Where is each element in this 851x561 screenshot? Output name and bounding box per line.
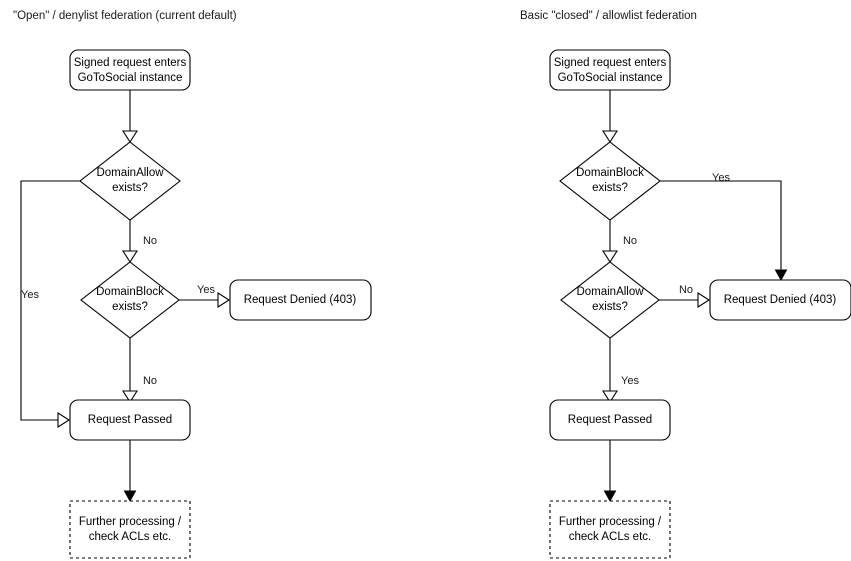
node-request-denied-right[interactable]: Request Denied (403) [709,279,851,321]
edge-domainblock-yes-right: Yes [660,172,788,282]
decision1-line2-right: exists? [592,182,628,194]
node-decision-domainallow-left[interactable]: DomainAllow exists? [79,141,181,221]
decision-diamond-shape-left-2 [80,261,180,339]
edge-passed-to-further-right [603,440,617,503]
edge-label-domainallow-no-left: No [143,235,157,247]
node-start-right[interactable]: Signed request enters GoToSocial instanc… [549,49,671,91]
panel-title-closed-allowlist: Basic "closed" / allowlist federation [520,10,697,22]
decision-diamond-shape-right-2 [560,261,660,339]
start-box-line1-right: Signed request enters [554,57,667,69]
node-start-left[interactable]: Signed request enters GoToSocial instanc… [69,49,191,91]
decision2-line1-right: DomainAllow [576,286,644,298]
node-decision-domainallow-right[interactable]: DomainAllow exists? [560,261,660,339]
edge-start-to-domainallow-left [121,90,139,144]
edge-label-domainallow-no-right: No [679,284,693,296]
further-box-line1-right: Further processing / [559,516,662,528]
panel-open-denylist: "Open" / denylist federation (current de… [13,10,372,559]
arrowhead-solid-icon [774,269,788,282]
node-request-passed-left[interactable]: Request Passed [69,399,191,441]
node-request-denied-left[interactable]: Request Denied (403) [229,279,372,321]
edge-domainallow-no-right: No [659,284,711,309]
arrowhead-open-icon [121,250,139,264]
node-decision-domainblock-right[interactable]: DomainBlock exists? [559,141,661,221]
arrowhead-open-icon [121,390,139,404]
decision-diamond-shape-left-1 [79,141,181,221]
edge-domainallow-no-left: No [121,220,157,264]
arrowhead-solid-icon [603,490,617,503]
node-decision-domainblock-left[interactable]: DomainBlock exists? [80,261,180,339]
edge-passed-to-further-left [123,440,137,503]
decision-diamond-shape-right-1 [559,141,661,221]
arrowhead-open-icon [217,291,231,309]
panel-title-open-denylist: "Open" / denylist federation (current de… [13,10,237,22]
edge-start-to-domainblock-right [601,90,619,144]
further-box-line1-left: Further processing / [79,516,182,528]
decision1-line1-left: DomainAllow [96,167,164,179]
edge-domainblock-no-left: No [121,338,157,404]
start-box-line1-left: Signed request enters [74,57,187,69]
edge-label-domainblock-no-left: No [143,375,157,387]
edge-label-domainallow-yes-right: Yes [621,375,639,387]
decision2-line2-left: exists? [112,301,148,313]
further-box-line2-left: check ACLs etc. [89,531,171,543]
panel-closed-allowlist: Basic "closed" / allowlist federation Si… [520,10,851,559]
arrowhead-open-icon [121,130,139,144]
start-box-line2-right: GoToSocial instance [558,72,663,84]
further-box-line2-right: check ACLs etc. [569,531,651,543]
decision1-line2-left: exists? [112,182,148,194]
edge-label-domainblock-no-right: No [623,235,637,247]
node-further-processing-left[interactable]: Further processing / check ACLs etc. [69,500,191,559]
edge-label-domainblock-yes-right: Yes [712,172,730,184]
decision2-line1-left: DomainBlock [96,286,164,298]
arrowhead-open-icon [57,411,71,429]
arrowhead-open-icon [601,250,619,264]
arrowhead-open-icon [601,390,619,404]
arrowhead-open-icon [697,291,711,309]
passed-box-label-left: Request Passed [88,414,172,426]
edge-domainallow-yes-right: Yes [601,338,639,404]
decision1-line1-right: DomainBlock [576,167,644,179]
denied-box-shape-left [229,279,372,321]
denied-box-label-right: Request Denied (403) [724,294,837,306]
node-further-processing-right[interactable]: Further processing / check ACLs etc. [549,500,671,559]
further-box-shape-right [549,500,671,559]
passed-box-label-right: Request Passed [568,414,652,426]
node-request-passed-right[interactable]: Request Passed [549,399,671,441]
edge-domainblock-yes-left: Yes [179,284,231,309]
arrowhead-open-icon [601,130,619,144]
arrowhead-solid-icon [123,490,137,503]
start-box-line2-left: GoToSocial instance [78,72,183,84]
edge-domainblock-no-right: No [601,220,637,264]
further-box-shape-left [69,500,191,559]
edge-label-domainblock-yes-left: Yes [197,284,215,296]
denied-box-shape-right [709,279,851,321]
edge-domainallow-yes-left: Yes [20,180,80,429]
edge-label-domainallow-yes-left: Yes [21,289,39,301]
denied-box-label-left: Request Denied (403) [244,294,357,306]
decision2-line2-right: exists? [592,301,628,313]
